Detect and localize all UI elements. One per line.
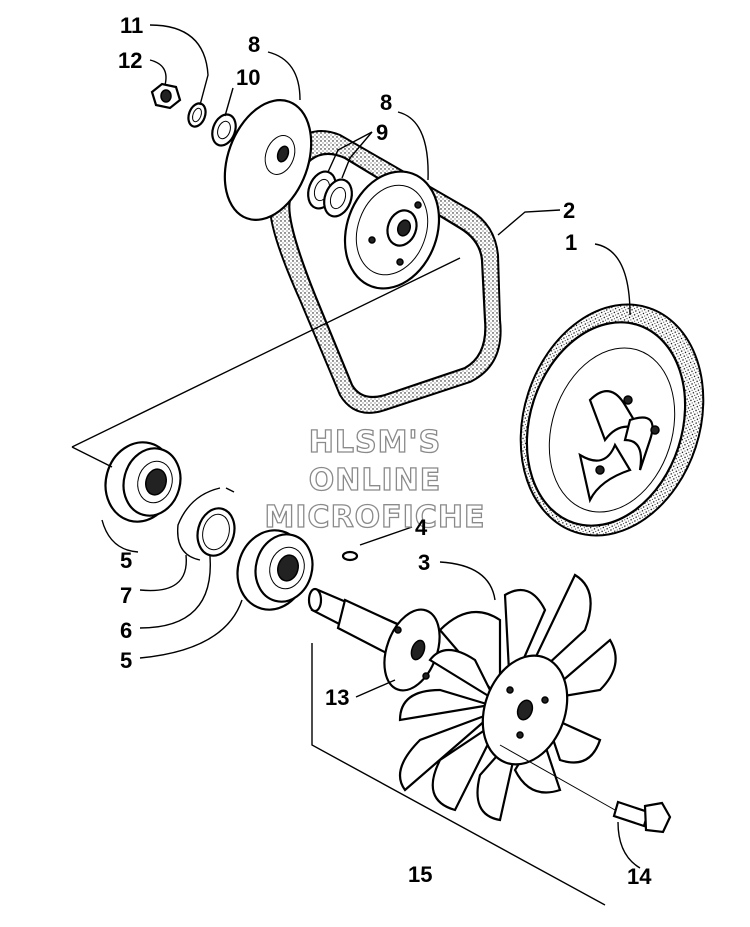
leader-lines: [71, 24, 641, 906]
shaft-13: [307, 587, 441, 692]
callout-12: 12: [118, 48, 142, 73]
watermark-line-1: HLSM'S: [309, 425, 441, 460]
callout-8-right: 8: [380, 90, 392, 115]
callout-10: 10: [236, 65, 260, 90]
callout-5-lower: 5: [120, 648, 132, 673]
callout-2: 2: [563, 198, 575, 223]
watermark-line-2: ONLINE: [309, 463, 442, 498]
cooling-fan: [398, 573, 617, 822]
bearing-5-lower: [236, 529, 314, 611]
bolt-14: [612, 800, 672, 834]
callout-13: 13: [325, 685, 349, 710]
nut-12: [150, 82, 182, 110]
circlip-7: [176, 487, 235, 561]
drive-pulley: [519, 303, 705, 537]
key-4: [341, 550, 359, 562]
callout-15: 15: [408, 862, 432, 887]
callout-4: 4: [415, 515, 428, 540]
callout-7: 7: [120, 583, 132, 608]
callout-6: 6: [120, 618, 132, 643]
callout-5-upper: 5: [120, 548, 132, 573]
front-sheave: [343, 170, 441, 290]
callout-8-upper: 8: [248, 32, 260, 57]
washer-10: [211, 113, 237, 147]
bearing-5-upper: [104, 441, 182, 523]
callout-11: 11: [120, 13, 143, 38]
callout-9: 9: [376, 120, 388, 145]
rear-sheave: [223, 99, 313, 221]
watermark: HLSM'S ONLINE MICROFICHE: [264, 424, 486, 535]
spacer-washers: [307, 170, 353, 218]
watermark-line-3: MICROFICHE: [265, 500, 486, 535]
callout-labels: 11 12 8 10 8 9 2 1 4 3 5 7 6 5 13 15 14: [118, 13, 652, 889]
ring-6: [196, 507, 236, 557]
callout-1: 1: [565, 230, 577, 255]
snap-ring-11: [187, 102, 207, 128]
callout-3: 3: [418, 550, 430, 575]
callout-14: 14: [627, 864, 652, 889]
